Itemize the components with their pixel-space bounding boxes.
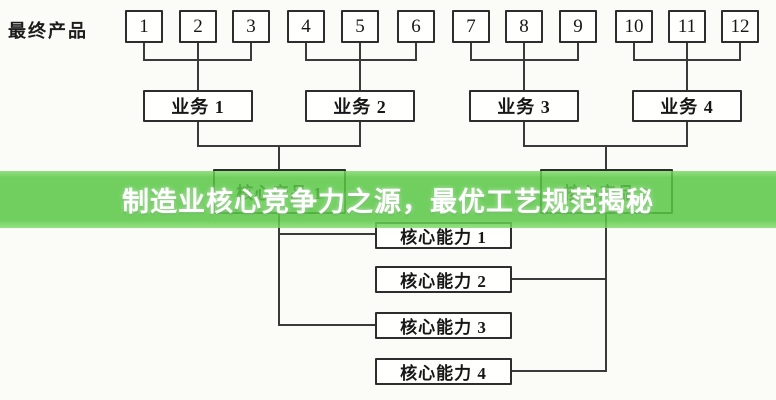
product-box-3: 3 [232,10,270,43]
product-box-11: 11 [668,10,706,43]
connector-line [686,122,688,147]
connector-line [278,324,375,326]
product-box-9: 9 [559,10,597,43]
connector-line [278,233,375,235]
connector-line [197,122,199,147]
connector-line [359,43,361,90]
connector-line [143,43,145,61]
connector-line [305,43,307,61]
connector-line [512,278,607,280]
connector-line [359,122,361,147]
connector-line [470,59,579,61]
connector-line [143,59,252,61]
connector-line [512,370,607,372]
connector-line [633,59,741,61]
connector-line [633,43,635,61]
business-box-4: 业务 4 [632,90,742,122]
banner-title: 制造业核心竞争力之源，最优工艺规范揭秘 [122,187,654,217]
connector-line [278,213,280,326]
product-box-8: 8 [505,10,543,43]
business-box-3: 业务 3 [469,90,579,122]
connector-line [739,43,741,61]
connector-line [605,145,607,169]
connector-line [523,122,525,147]
core-competence-box-4: 核心能力 4 [375,358,512,385]
core-competence-box-3: 核心能力 3 [375,312,512,339]
connector-line [523,43,525,90]
product-box-7: 7 [452,10,490,43]
product-box-1: 1 [125,10,163,43]
product-box-2: 2 [179,10,217,43]
final-products-label: 最终产品 [8,21,88,41]
core-competence-box-2: 核心能力 2 [375,266,512,293]
headline-banner: 制造业核心竞争力之源，最优工艺规范揭秘 [0,171,776,228]
product-box-12: 12 [721,10,759,43]
connector-line [605,213,607,372]
connector-line [415,43,417,61]
connector-line [278,145,280,169]
product-box-4: 4 [287,10,325,43]
product-box-10: 10 [615,10,653,43]
connector-line [250,43,252,61]
connector-line [305,59,417,61]
connector-line [197,43,199,90]
product-box-5: 5 [341,10,379,43]
connector-line [686,43,688,90]
business-box-2: 业务 2 [305,90,415,122]
product-box-6: 6 [397,10,435,43]
connector-line [577,43,579,61]
business-box-1: 业务 1 [143,90,253,122]
connector-line [470,43,472,61]
